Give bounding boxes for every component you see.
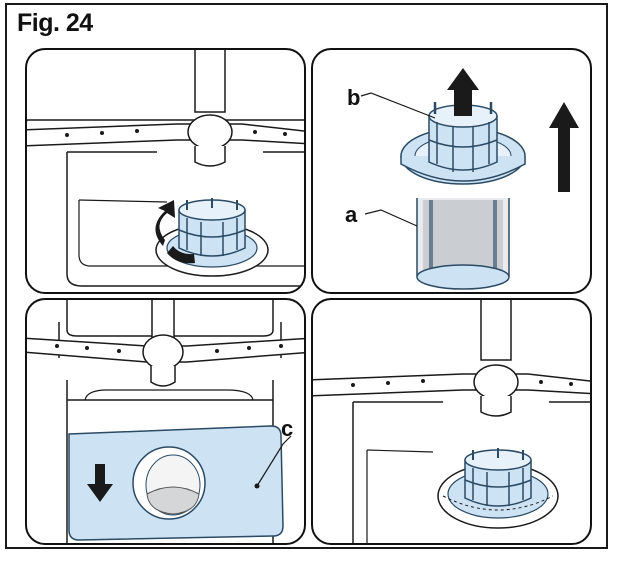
panel-1-illustration [27, 50, 304, 287]
rotate-arrow-icon [155, 200, 195, 264]
down-arrow-icon [87, 464, 113, 502]
panel-3-illustration: c [27, 300, 304, 543]
panel-filter-reinstalled [311, 298, 592, 545]
figure-title: Fig. 24 [17, 9, 93, 37]
callout-b: b [347, 85, 360, 110]
panel-2-illustration: b a [345, 68, 579, 290]
callout-a: a [345, 202, 358, 227]
panel-remove-flat-filter: c [25, 298, 306, 545]
panel-twist-filter [25, 48, 306, 294]
up-arrow-icon [549, 102, 579, 192]
callout-c: c [281, 416, 293, 441]
panel-4-illustration [313, 300, 590, 543]
up-arrow-icon [447, 68, 479, 116]
panel-lift-filter: b a [311, 48, 592, 294]
